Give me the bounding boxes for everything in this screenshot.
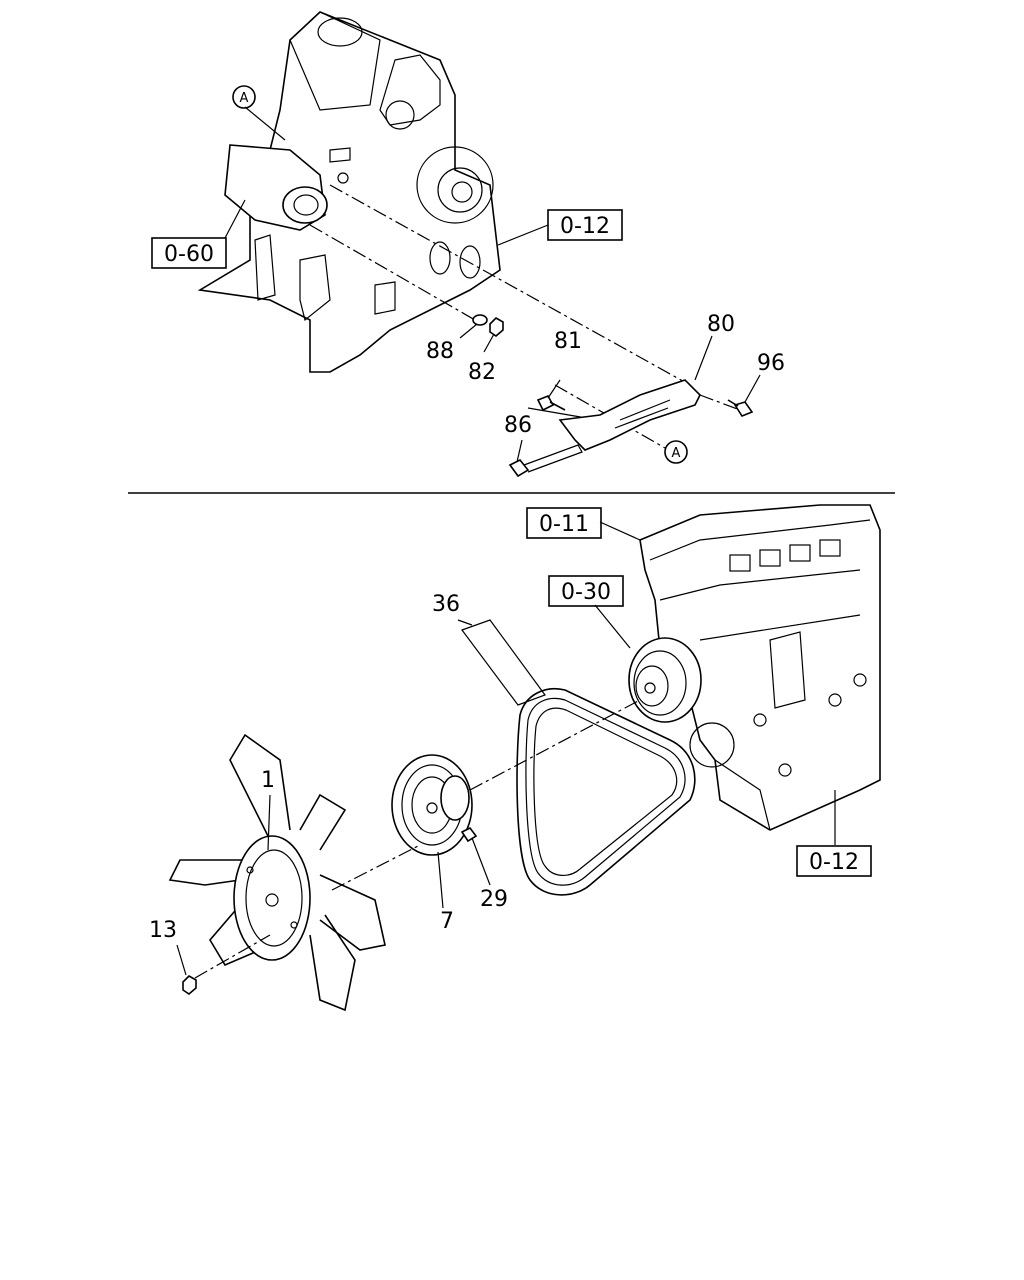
- bolt-96: [727, 399, 754, 417]
- cooling-fan-1: [168, 733, 386, 1012]
- ref-box-0-12-bottom-label: 0-12: [809, 850, 859, 875]
- bolt-86: [508, 444, 583, 478]
- callout-81: 81: [554, 329, 582, 354]
- circle-mark-a-top-label: A: [240, 91, 249, 106]
- adjusting-bracket-80: [558, 379, 701, 451]
- ref-box-0-30: [548, 575, 624, 607]
- bottom-engine-block: [639, 504, 881, 831]
- ref-box-0-30-label: 0-30: [561, 580, 611, 605]
- callout-88: 88: [426, 339, 454, 364]
- alternator: [224, 144, 349, 231]
- v-belt-36: [516, 688, 696, 896]
- callout-86: 86: [504, 413, 532, 438]
- callout-13: 13: [149, 918, 177, 943]
- ref-box-0-12-top-label: 0-12: [560, 214, 610, 239]
- ref-box-0-12-bottom: [796, 845, 872, 877]
- callout-36: 36: [432, 592, 460, 617]
- washer-88: [472, 314, 488, 326]
- circle-mark-a-top: [232, 85, 256, 109]
- ref-box-0-11-label: 0-11: [539, 512, 589, 537]
- ref-box-0-60: [151, 237, 227, 269]
- nut-13: [182, 975, 197, 996]
- crank-pulley: [628, 637, 702, 723]
- fan-clutch-7: [391, 754, 473, 856]
- bolt-29: [460, 826, 478, 843]
- ref-box-0-11: [526, 507, 602, 539]
- callout-7: 7: [440, 909, 454, 934]
- nut-82: [489, 317, 504, 338]
- callout-1: 1: [261, 768, 275, 793]
- bolt-81: [536, 394, 566, 412]
- callout-29: 29: [480, 887, 508, 912]
- circle-mark-a-bottom-label: A: [672, 446, 681, 461]
- callout-80: 80: [707, 312, 735, 337]
- circle-mark-a-bottom: [664, 440, 688, 464]
- ref-box-0-12-top: [547, 209, 623, 241]
- callout-96: 96: [757, 351, 785, 376]
- ref-box-0-60-label: 0-60: [164, 242, 214, 267]
- callout-82: 82: [468, 360, 496, 385]
